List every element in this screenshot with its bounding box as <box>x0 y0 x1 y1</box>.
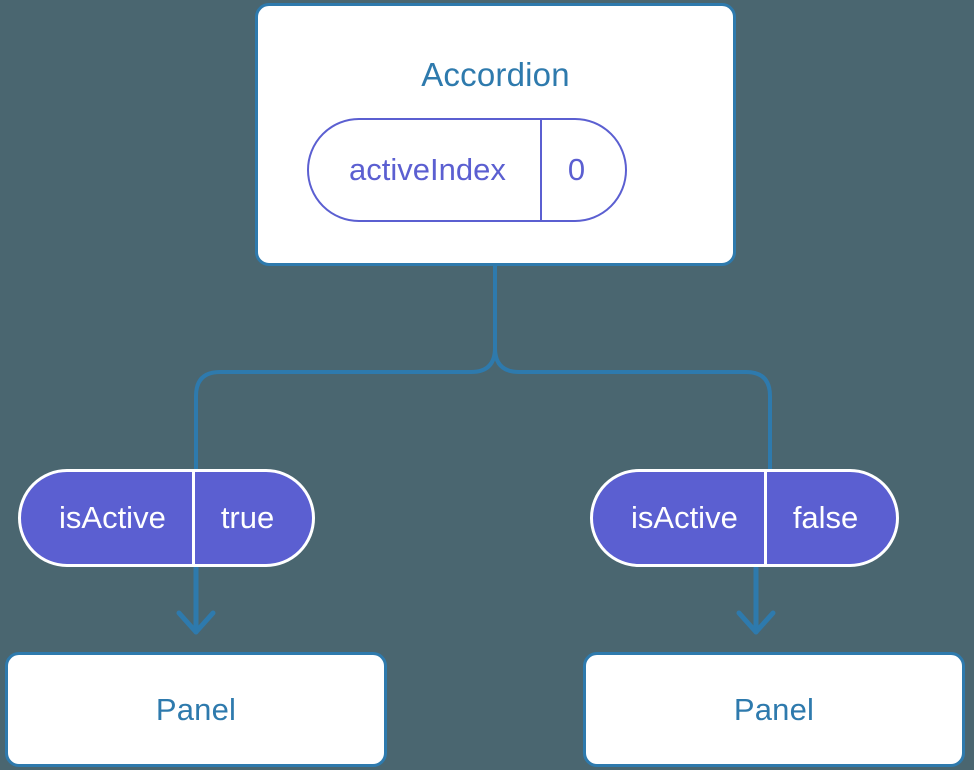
prop-chip-isactive-false[interactable]: isActive false <box>590 469 900 567</box>
state-chip-key: activeIndex <box>349 152 506 187</box>
node-accordion-label: Accordion <box>421 56 570 93</box>
state-chip-value: 0 <box>539 120 625 220</box>
node-panel-left[interactable]: Panel <box>5 652 387 767</box>
node-panel-right-label: Panel <box>733 692 815 727</box>
state-chip-activeindex[interactable]: activeIndex 0 <box>307 118 628 222</box>
prop-chip-key: isActive <box>631 500 738 535</box>
arrow-head-right-icon <box>736 610 776 635</box>
connector-root-to-right-chip <box>493 264 772 471</box>
prop-chip-value: false <box>763 472 896 564</box>
prop-chip-value: true <box>191 472 312 564</box>
connector-root-to-left-chip <box>194 264 497 471</box>
node-panel-right[interactable]: Panel <box>583 652 965 767</box>
prop-chip-key: isActive <box>59 500 166 535</box>
arrow-head-left-icon <box>176 610 216 635</box>
prop-chip-isactive-true[interactable]: isActive true <box>18 469 316 567</box>
node-panel-left-label: Panel <box>155 692 237 727</box>
